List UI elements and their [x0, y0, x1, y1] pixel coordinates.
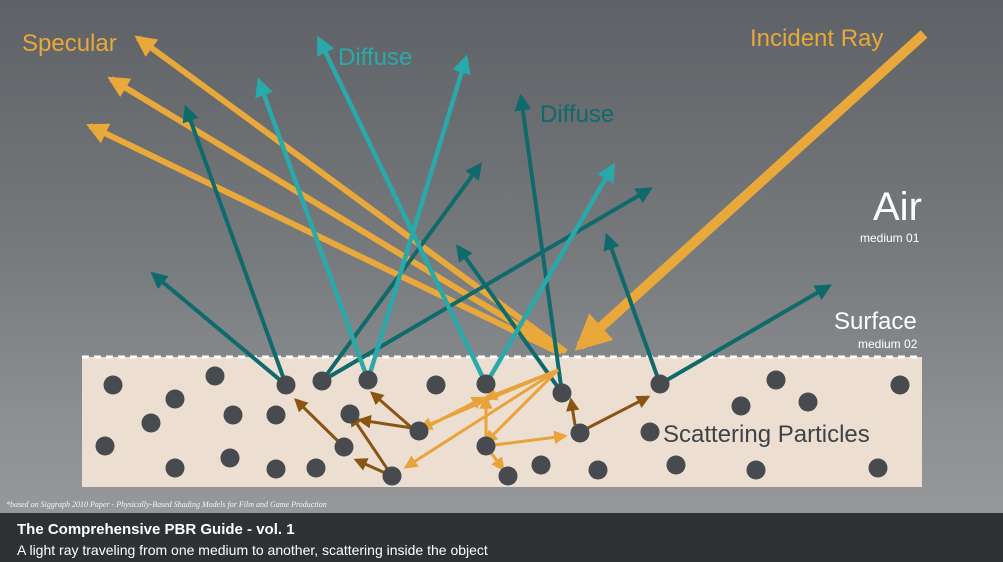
particle — [165, 458, 185, 478]
particle — [746, 460, 766, 480]
particle — [382, 466, 402, 486]
diffuse-ray — [658, 284, 832, 386]
particle — [426, 375, 446, 395]
particle — [358, 370, 378, 390]
particle — [312, 371, 332, 391]
scattering-particles-label: Scattering Particles — [663, 421, 870, 448]
particle — [868, 458, 888, 478]
scatter-ray — [483, 368, 559, 401]
specular-ray — [107, 76, 564, 355]
particle — [306, 458, 326, 478]
incident-ray-label: Incident Ray — [750, 25, 884, 52]
particle — [223, 405, 243, 425]
scatter-ray — [294, 398, 346, 449]
surface-medium-label: medium 02 — [858, 337, 918, 351]
scatter-ray — [403, 368, 559, 469]
scatter-ray — [579, 395, 651, 434]
scatter-ray — [484, 368, 560, 444]
air-label: Air — [873, 185, 922, 229]
caption-title: The Comprehensive PBR Guide - vol. 1 — [17, 521, 295, 538]
particle — [666, 455, 686, 475]
particle — [588, 460, 608, 480]
diffuse-ray — [456, 244, 564, 395]
particle — [570, 423, 590, 443]
surface-label: Surface — [834, 308, 917, 335]
diffuse-ray — [514, 93, 564, 394]
diffuse-ray — [150, 271, 288, 387]
air-medium-label: medium 01 — [860, 231, 920, 245]
particle — [165, 389, 185, 409]
light-scattering-diagram — [82, 30, 928, 487]
particle — [731, 396, 751, 416]
internal-scatter-rays — [403, 368, 568, 472]
particle — [95, 436, 115, 456]
particle — [890, 375, 910, 395]
diffuse-ray — [316, 35, 489, 385]
particle — [766, 370, 786, 390]
particle — [334, 437, 354, 457]
specular-label: Specular — [22, 30, 117, 57]
scatter-ray — [357, 414, 413, 430]
caption-subtitle: A light ray traveling from one medium to… — [17, 542, 488, 558]
specular-ray — [86, 123, 560, 355]
particle — [266, 459, 286, 479]
particle — [476, 436, 496, 456]
particle — [103, 375, 123, 395]
diffuse-ray — [182, 104, 288, 386]
particle — [798, 392, 818, 412]
caption-bar: The Comprehensive PBR Guide - vol. 1 A l… — [0, 513, 1003, 562]
particle — [340, 404, 360, 424]
diffuse-label-light: Diffuse — [338, 44, 413, 71]
incident-ray — [574, 30, 928, 351]
particle — [640, 422, 660, 442]
scattering-particles — [95, 366, 910, 486]
particle — [498, 466, 518, 486]
diffuse-label-dark: Diffuse — [540, 101, 615, 128]
particle — [220, 448, 240, 468]
scatter-ray — [418, 396, 486, 433]
particle — [409, 421, 429, 441]
scatter-ray — [485, 430, 568, 448]
particle — [276, 375, 296, 395]
particle — [531, 455, 551, 475]
diffuse-dark-rays — [150, 93, 832, 395]
scatter-ray — [369, 391, 413, 430]
diffuse-light-rays — [255, 35, 615, 386]
particle — [476, 374, 496, 394]
specular-ray — [134, 35, 568, 355]
particle — [141, 413, 161, 433]
diffuse-ray — [603, 232, 662, 385]
particle — [650, 374, 670, 394]
diffuse-ray — [365, 54, 471, 381]
diffuse-ray — [484, 162, 615, 386]
diffuse-ray — [255, 77, 371, 381]
source-footnote: *based on Siggraph 2010 Paper - Physical… — [6, 500, 327, 509]
particle — [266, 405, 286, 425]
scatter-ray — [566, 397, 580, 426]
particle — [205, 366, 225, 386]
particle — [552, 383, 572, 403]
specular-rays — [86, 35, 568, 355]
